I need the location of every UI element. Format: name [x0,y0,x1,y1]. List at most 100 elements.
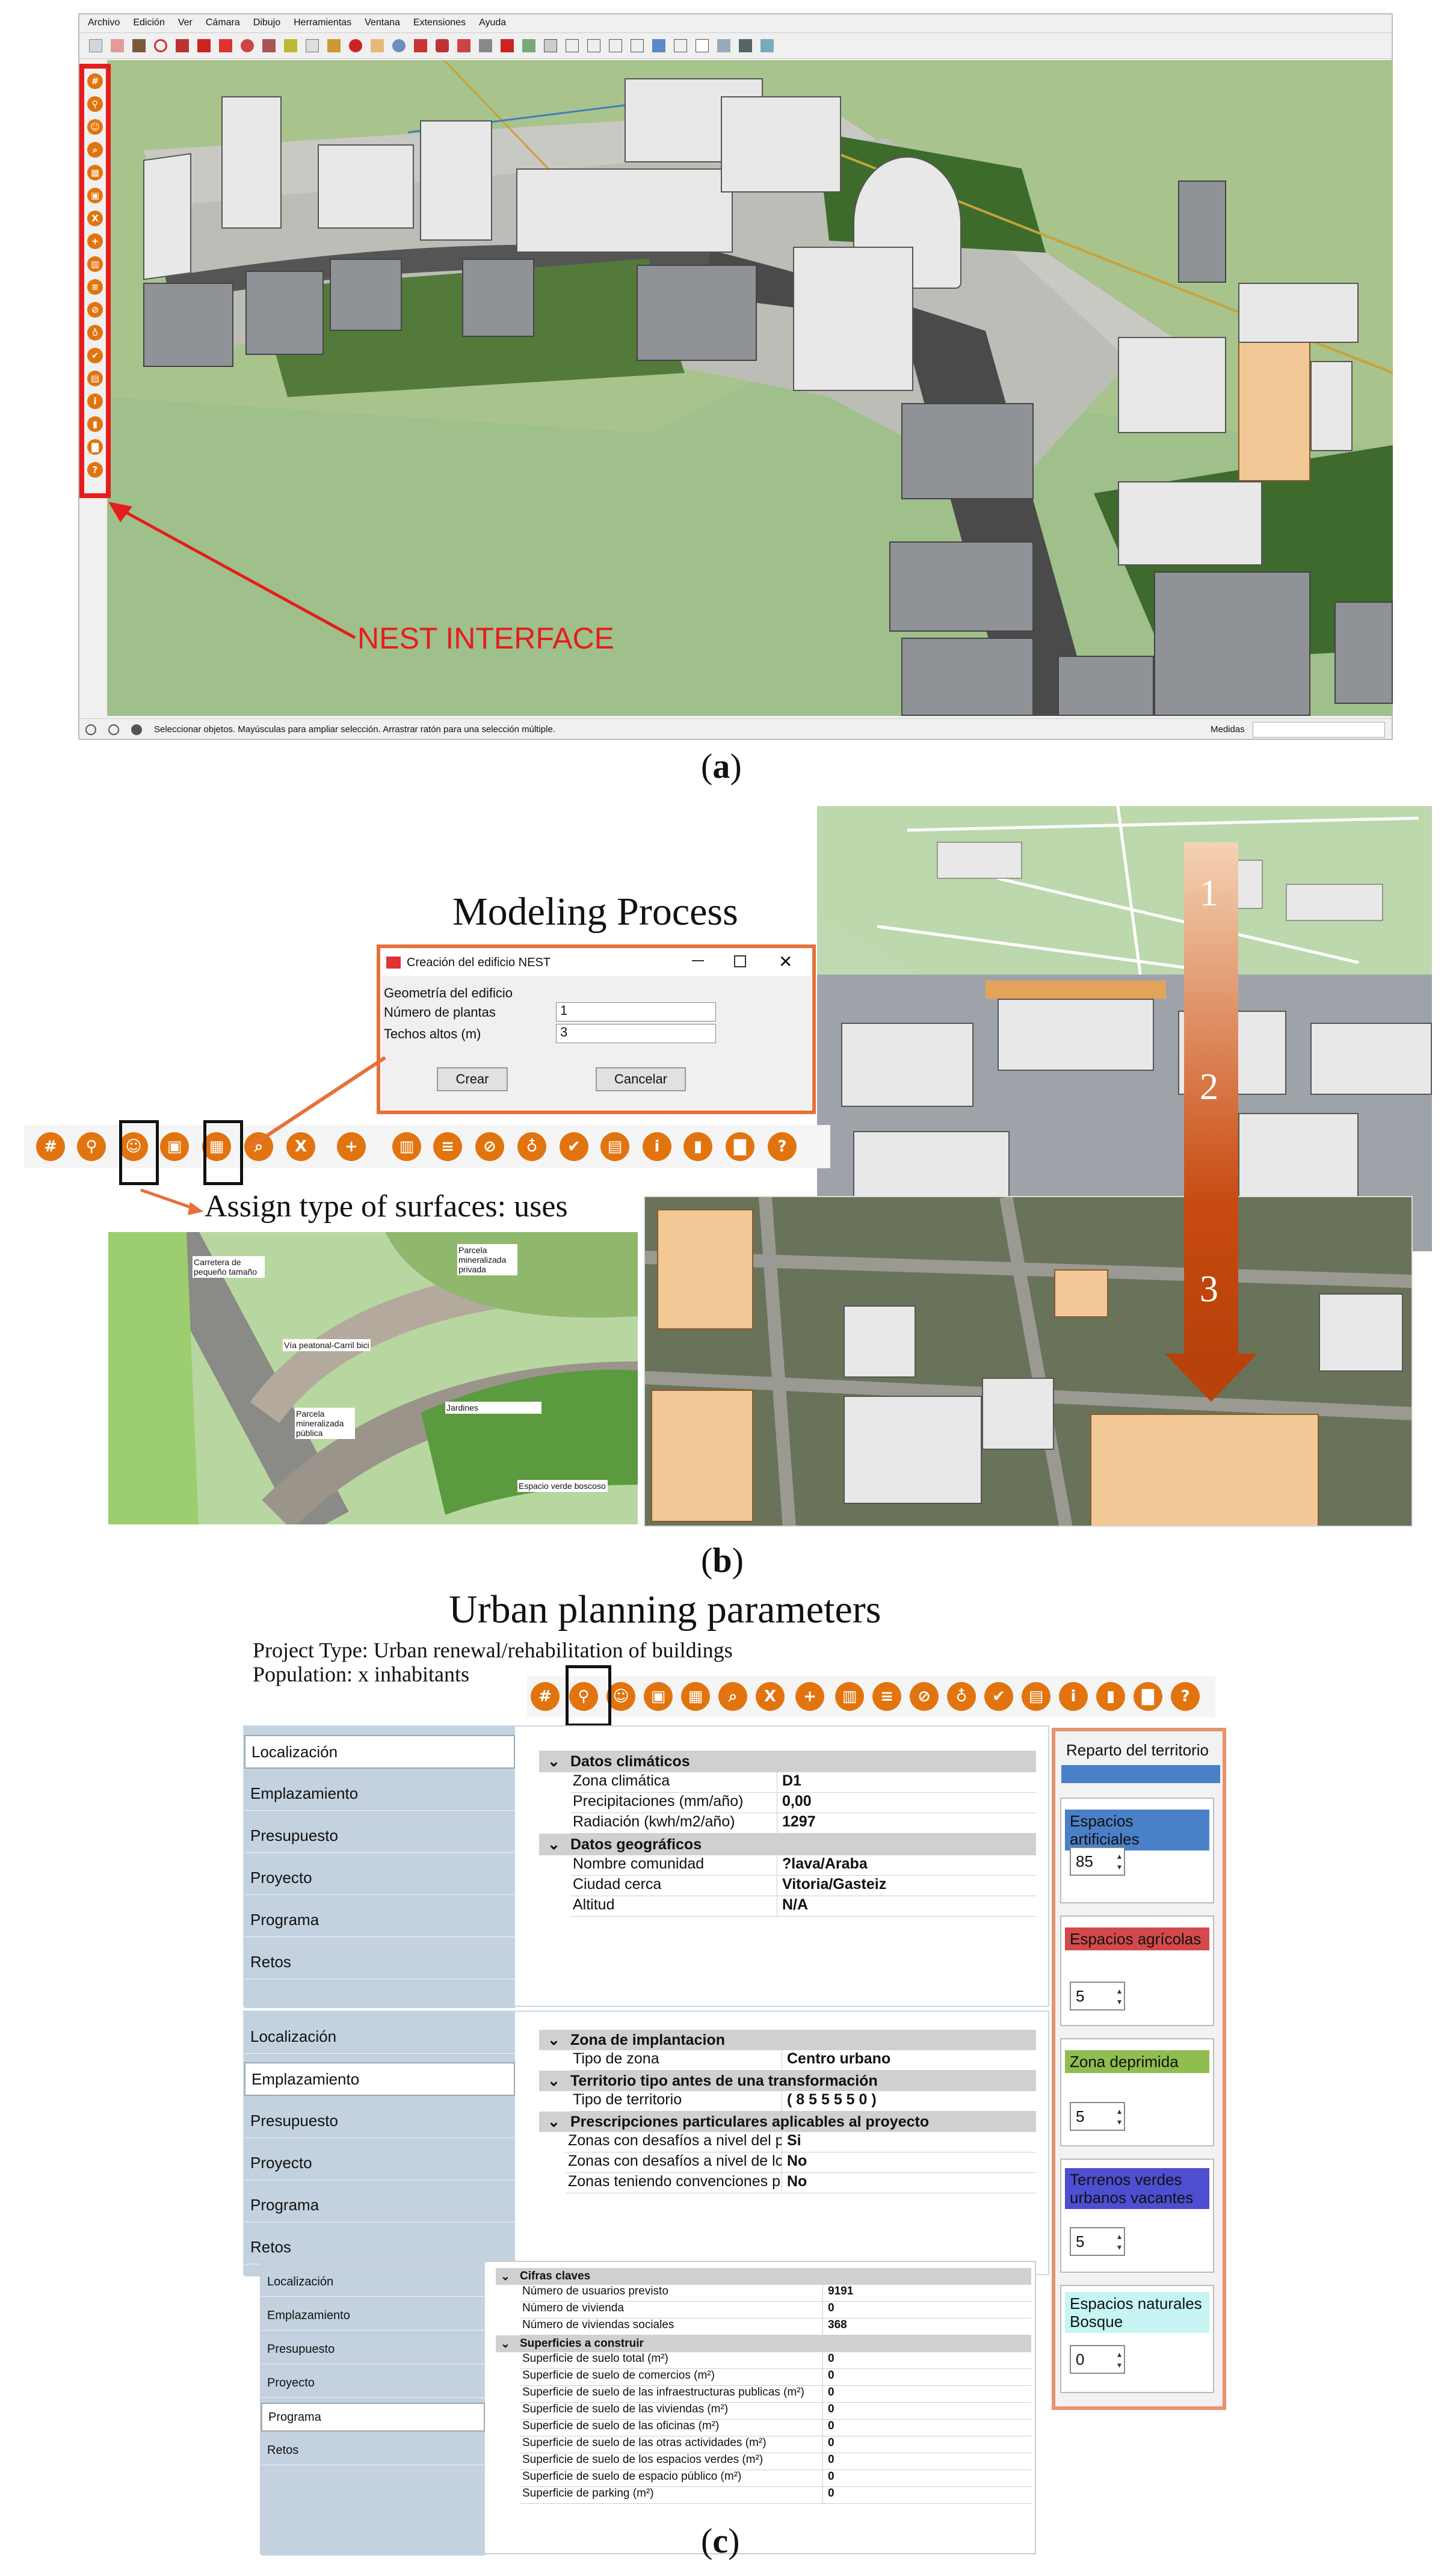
help-icon[interactable]: ? [87,462,103,478]
info-icon[interactable]: i [87,393,103,409]
section-header[interactable]: ⌄Prescripciones particulares aplicables … [539,2112,1036,2132]
floorplan-icon[interactable]: ▣ [87,188,103,203]
scale-tool-icon[interactable] [262,39,276,52]
calculator-icon[interactable]: ▤ [87,371,103,386]
grid-icon[interactable]: # [36,1132,65,1161]
tab-programa[interactable]: Programa [244,2189,515,2222]
textured-style-icon[interactable] [739,39,752,52]
section-header[interactable]: ⌄Zona de implantacion [539,2030,1036,2050]
reparto-spinner[interactable]: 5▴▾ [1070,2227,1125,2256]
add-building-icon[interactable]: + [337,1132,366,1161]
battery-icon[interactable]: ▮ [683,1132,712,1161]
city-icon[interactable]: ▥ [87,256,103,272]
status-user-icon[interactable] [131,724,142,735]
iso-view-icon[interactable] [522,39,535,52]
menu-extensiones[interactable]: Extensiones [413,17,466,28]
tab-localizacion[interactable]: Localización [244,1735,515,1769]
menu-archivo[interactable]: Archivo [88,17,120,28]
tab-retos[interactable]: Retos [244,1946,515,1979]
crossed-road-icon[interactable]: ⊘ [87,302,103,318]
battery-icon[interactable]: ▮ [1096,1682,1125,1711]
back-view-icon[interactable] [609,39,622,52]
zoom-extents-icon[interactable] [414,39,427,52]
eraser-tool-icon[interactable] [111,39,124,52]
tab-emplazamiento[interactable]: Emplazamiento [244,1777,515,1811]
section-header[interactable]: ⌄Datos climáticos [539,1751,1036,1772]
minimize-icon[interactable] [692,960,704,961]
info-icon[interactable]: i [643,1132,671,1161]
info-icon[interactable]: i [1059,1682,1088,1711]
tab-programa[interactable]: Programa [244,1903,515,1937]
tab-emplazamiento[interactable]: Emplazamiento [261,2302,485,2331]
section-header[interactable]: ⌄Superficies a construir [496,2335,1031,2352]
floors-input[interactable]: 1 [556,1002,716,1021]
calculator-icon[interactable]: ▤ [600,1132,629,1161]
menu-camara[interactable]: Cámara [205,17,240,28]
spinner-arrows-icon[interactable]: ▴▾ [1117,1986,1121,2006]
help-icon[interactable]: ? [1171,1682,1200,1711]
tab-proyecto[interactable]: Proyecto [244,2146,515,2180]
building-search-icon[interactable]: ⌕ [87,142,103,158]
create-button[interactable]: Crear [437,1067,508,1091]
ruby-icon[interactable] [501,39,514,52]
text-tool-icon[interactable] [306,39,319,52]
close-icon[interactable]: ✕ [779,952,793,971]
menu-ayuda[interactable]: Ayuda [479,17,507,28]
floorplan-icon[interactable]: ▣ [644,1682,673,1711]
tab-emplazamiento[interactable]: Emplazamiento [244,2062,515,2096]
xray-style-icon[interactable] [652,39,665,52]
arc-tool-icon[interactable] [154,39,167,52]
spinner-arrows-icon[interactable]: ▴▾ [1117,2106,1121,2127]
add-building-icon[interactable]: + [87,233,103,249]
city-icon[interactable]: ▥ [835,1682,864,1711]
users-icon[interactable]: ☺ [606,1682,635,1711]
reparto-spinner[interactable]: 0▴▾ [1070,2345,1125,2374]
building-icon[interactable]: ▦ [202,1132,231,1161]
add-building-icon[interactable]: + [795,1682,824,1711]
extension-warehouse-icon[interactable] [457,39,470,52]
tab-presupuesto[interactable]: Presupuesto [244,2104,515,2138]
pan-tool-icon[interactable] [371,39,384,52]
tab-proyecto[interactable]: Proyecto [244,1861,515,1895]
front-view-icon[interactable] [566,39,579,52]
section-header[interactable]: ⌄Cifras claves [496,2268,1031,2285]
users-icon[interactable]: ☺ [87,119,103,135]
measure-input[interactable] [1253,721,1385,738]
wireframe-style-icon[interactable] [674,39,687,52]
tab-localizacion[interactable]: Localización [244,2020,515,2054]
road-icon[interactable]: ≡ [433,1132,462,1161]
left-view-icon[interactable] [631,39,644,52]
menu-herramientas[interactable]: Herramientas [294,17,352,28]
spinner-arrows-icon[interactable]: ▴▾ [1117,2231,1121,2252]
reparto-spinner[interactable]: 5▴▾ [1070,2102,1125,2131]
tab-retos[interactable]: Retos [244,2231,515,2264]
road-icon[interactable]: ≡ [87,279,103,295]
status-info-icon[interactable] [85,724,96,735]
tab-retos[interactable]: Retos [261,2436,485,2465]
bar-chart-icon[interactable]: ▇ [726,1132,754,1161]
cross-icon[interactable]: X [286,1132,315,1161]
ceiling-height-input[interactable]: 3 [556,1024,716,1043]
menu-dibujo[interactable]: Dibujo [253,17,281,28]
users-icon[interactable]: ☺ [119,1132,148,1161]
select-tool-icon[interactable] [89,39,102,52]
bar-chart-icon[interactable]: ▇ [87,439,103,455]
building-icon[interactable]: ▦ [681,1682,710,1711]
model-viewport[interactable] [107,60,1393,716]
section-header[interactable]: ⌄Territorio tipo antes de una transforma… [539,2071,1036,2091]
tab-presupuesto[interactable]: Presupuesto [261,2335,485,2364]
cancel-button[interactable]: Cancelar [596,1067,686,1091]
location-pin-icon[interactable]: ⚲ [569,1682,598,1711]
tab-proyecto[interactable]: Proyecto [261,2369,485,2398]
cross-icon[interactable]: X [87,211,103,226]
zoom-tool-icon[interactable] [392,39,406,52]
paint-tool-icon[interactable] [327,39,341,52]
tab-presupuesto[interactable]: Presupuesto [244,1819,515,1853]
bicycle-icon[interactable]: ♁ [87,325,103,340]
check-icon[interactable]: ✔ [984,1682,1013,1711]
building-icon[interactable]: ▦ [87,165,103,180]
rotate-tool-icon[interactable] [241,39,254,52]
push-pull-tool-icon[interactable] [197,39,211,52]
crossed-road-icon[interactable]: ⊘ [475,1132,504,1161]
cross-icon[interactable]: X [756,1682,785,1711]
